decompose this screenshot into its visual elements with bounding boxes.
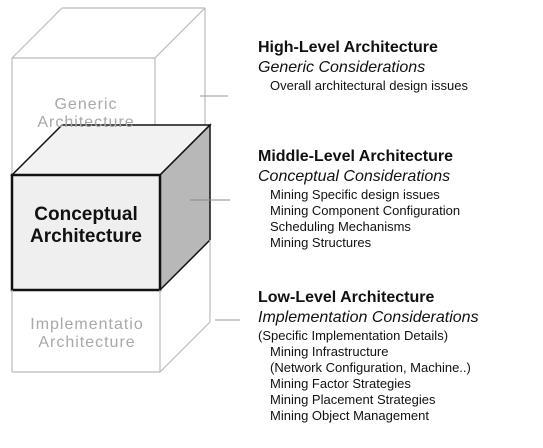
architecture-stack: Generic Architecture Conceptual Architec… <box>0 0 240 443</box>
middle-level-item: Scheduling Mechanisms <box>270 219 411 234</box>
conceptual-architecture-box <box>10 123 212 292</box>
conceptual-label-line2: Architecture <box>30 225 142 247</box>
architecture-descriptions: High-Level Architecture Generic Consider… <box>258 0 543 443</box>
conceptual-label-line1: Conceptual <box>34 204 138 225</box>
implementation-label-line2: Architecture <box>38 334 136 352</box>
low-level-item: Mining Object Management <box>270 408 429 423</box>
low-level-section: Low-Level Architecture Implementation Co… <box>258 288 543 424</box>
generic-architecture-box <box>11 7 206 175</box>
middle-level-section: Middle-Level Architecture Conceptual Con… <box>258 147 543 251</box>
middle-level-item: Mining Specific design issues <box>270 187 440 202</box>
low-level-subtitle: Implementation Considerations <box>258 309 479 326</box>
low-level-title: Low-Level Architecture <box>258 289 435 306</box>
high-level-section: High-Level Architecture Generic Consider… <box>258 38 543 94</box>
middle-level-item: Mining Structures <box>270 235 372 250</box>
implementation-architecture-label: Implementatio Architecture <box>14 316 160 353</box>
generic-architecture-label: Generic Architecture <box>20 96 152 133</box>
architecture-stack-drawing <box>10 7 240 373</box>
conceptual-architecture-label: Conceptual Architecture <box>14 204 158 248</box>
middle-level-title: Middle-Level Architecture <box>258 148 454 165</box>
middle-level-subtitle: Conceptual Considerations <box>258 168 451 185</box>
generic-label-line2: Architecture <box>37 114 135 132</box>
implementation-architecture-box <box>11 240 211 373</box>
low-level-item: (Network Configuration, Machine..) <box>270 360 471 375</box>
low-level-item: Mining Infrastructure <box>270 344 389 359</box>
high-level-title: High-Level Architecture <box>258 39 438 56</box>
middle-level-item: Mining Component Configuration <box>270 203 461 218</box>
low-level-item: Mining Factor Strategies <box>270 376 411 391</box>
low-level-item: Mining Placement Strategies <box>270 392 436 407</box>
high-level-item: Overall architectural design issues <box>270 78 468 93</box>
low-level-note: (Specific Implementation Details) <box>258 328 449 343</box>
implementation-label-line1: Implementatio <box>30 316 144 333</box>
high-level-subtitle: Generic Considerations <box>258 59 426 76</box>
generic-label-line1: Generic <box>54 96 118 113</box>
